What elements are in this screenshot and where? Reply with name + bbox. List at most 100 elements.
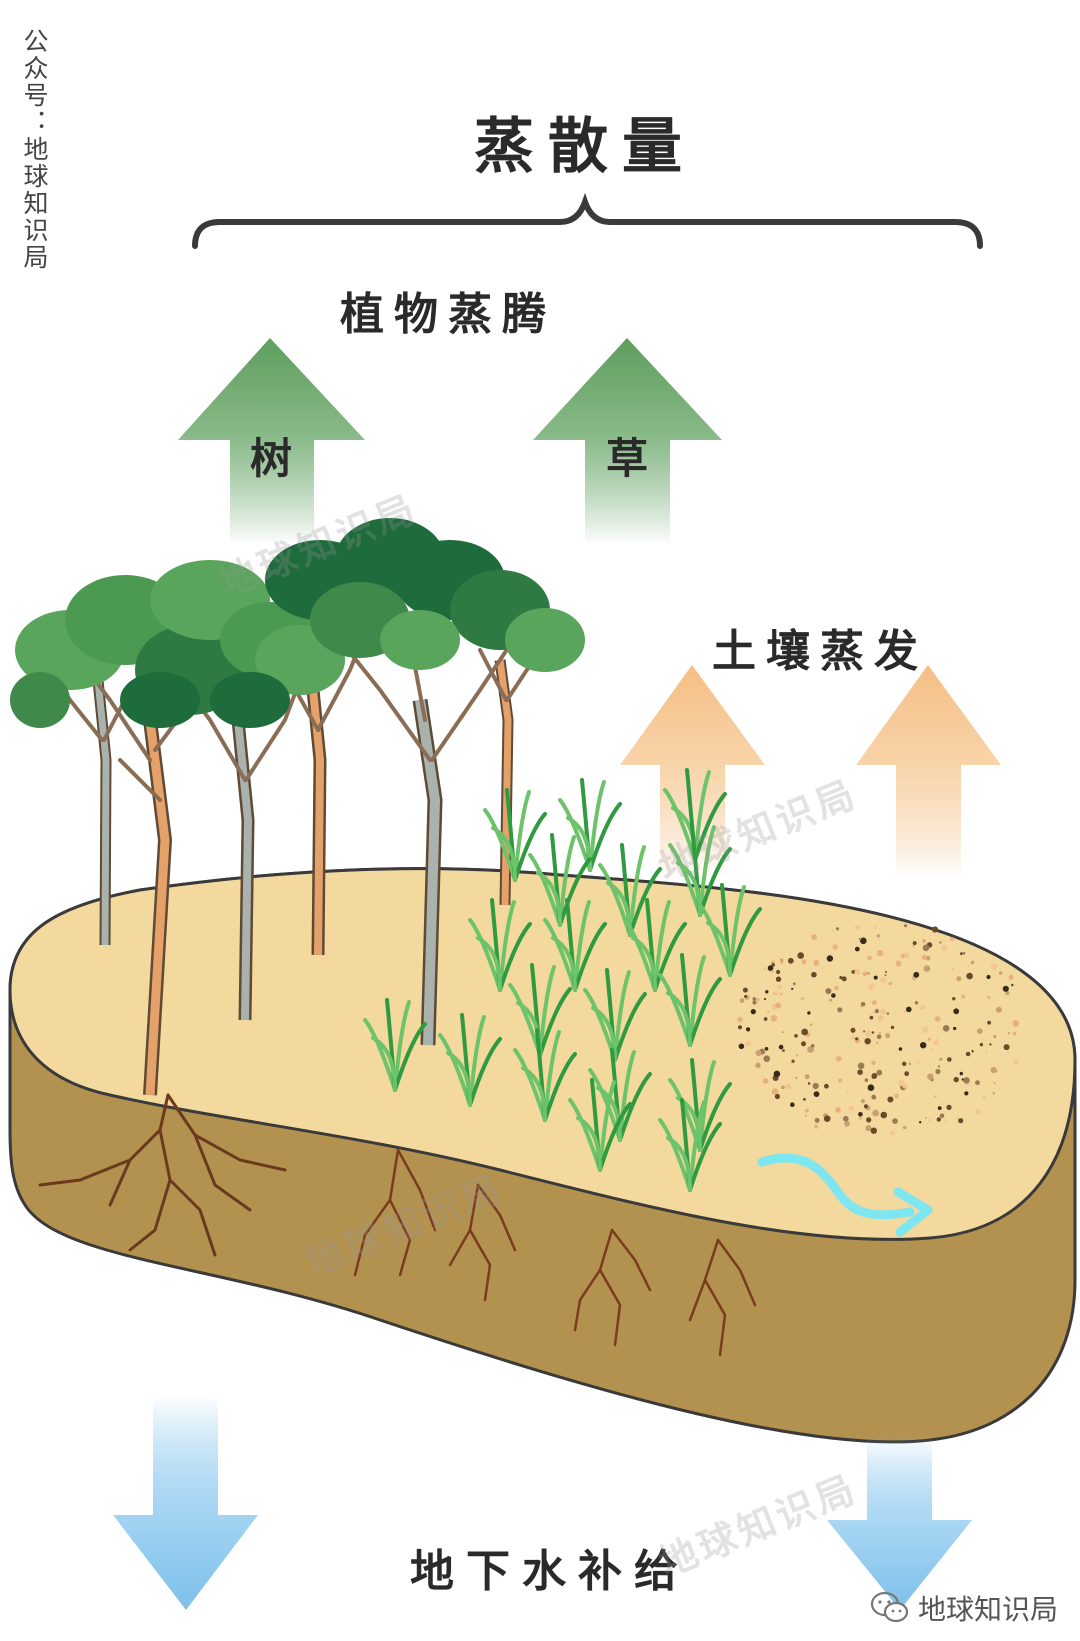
soil-particle xyxy=(898,963,900,965)
soil-particle xyxy=(919,1121,921,1123)
soil-particle xyxy=(920,1042,926,1048)
soil-particle xyxy=(801,1029,808,1036)
soil-particle xyxy=(951,967,955,971)
soil-particle xyxy=(756,998,759,1001)
soil-particle xyxy=(805,1074,810,1079)
soil-particle xyxy=(774,991,778,995)
groundwater-label: 地下水补给 xyxy=(410,1535,690,1599)
soil-particle xyxy=(934,1040,939,1045)
logo-text: 地球知识局 xyxy=(918,1588,1058,1628)
soil-particle xyxy=(931,1049,933,1051)
soil-particle xyxy=(805,1109,809,1113)
soil-particle xyxy=(788,958,794,964)
soil-particle xyxy=(764,998,766,1000)
soil-particle xyxy=(756,1050,762,1056)
soil-particle xyxy=(782,1031,784,1033)
soil-particle xyxy=(863,1030,865,1032)
soil-particle xyxy=(774,1071,781,1078)
groundwater-arrow-right xyxy=(827,1435,972,1610)
soil-particle xyxy=(739,1044,745,1050)
soil-particle xyxy=(836,927,839,930)
soil-particle xyxy=(889,982,893,986)
soil-particle xyxy=(814,1091,820,1097)
soil-particle xyxy=(927,1074,933,1080)
soil-particle xyxy=(922,955,927,960)
soil-particle xyxy=(855,969,861,975)
soil-particle xyxy=(904,953,909,958)
soil-particle xyxy=(913,941,917,945)
soil-particle xyxy=(996,1007,1002,1013)
soil-particle xyxy=(873,1011,875,1013)
soil-particle xyxy=(792,1060,795,1063)
soil-particle xyxy=(956,976,961,981)
soil-evaporation-label: 土壤蒸发 xyxy=(712,615,928,679)
soil-particle xyxy=(771,1015,778,1022)
grass-label: 草 xyxy=(606,425,648,486)
soil-particle xyxy=(993,1092,995,1094)
soil-particle xyxy=(868,983,875,990)
soil-particle xyxy=(956,1117,958,1119)
soil-particle xyxy=(835,1107,841,1113)
soil-particle xyxy=(939,941,941,943)
soil-particle xyxy=(890,1130,895,1135)
soil-particle xyxy=(946,1105,951,1110)
soil-particle xyxy=(971,961,975,965)
soil-particle xyxy=(917,1061,920,1064)
soil-particle xyxy=(815,1118,820,1123)
soil-particle xyxy=(925,1117,927,1119)
soil-particle xyxy=(939,1058,942,1061)
soil-particle xyxy=(877,1035,882,1040)
soil-particle xyxy=(824,1084,829,1089)
soil-particle xyxy=(901,954,905,958)
soil-particle xyxy=(855,925,860,930)
soil-particle xyxy=(874,976,878,980)
soil-particle xyxy=(922,1027,928,1033)
soil-particle xyxy=(831,993,836,998)
soil-particle xyxy=(860,1006,862,1008)
soil-particle xyxy=(891,1026,894,1029)
soil-particle xyxy=(767,1010,770,1013)
soil-particle xyxy=(848,1106,853,1111)
soil-particle xyxy=(811,934,817,940)
soil-particle xyxy=(874,926,877,929)
soil-particle xyxy=(791,988,793,990)
soil-particle xyxy=(763,1078,769,1084)
soil-particle xyxy=(878,1015,884,1021)
soil-particle xyxy=(964,1091,968,1095)
soil-particle xyxy=(915,1001,918,1004)
soil-evaporation-arrow-right xyxy=(856,665,1001,880)
soil-particle xyxy=(859,1117,862,1120)
soil-particle xyxy=(771,970,774,973)
soil-particle xyxy=(1003,986,1009,992)
soil-particle xyxy=(781,1086,785,1090)
soil-particle xyxy=(922,939,926,943)
soil-particle xyxy=(868,1084,875,1091)
soil-particle xyxy=(872,1073,878,1079)
soil-particle xyxy=(872,1031,874,1033)
soil-particle xyxy=(746,1027,750,1031)
soil-particle xyxy=(871,1095,876,1100)
soil-particle xyxy=(902,1062,906,1066)
tree-label: 树 xyxy=(250,425,292,486)
soil-particle xyxy=(807,1011,810,1014)
soil-particle xyxy=(947,1057,952,1062)
wechat-icon xyxy=(870,1591,910,1625)
soil-particle xyxy=(794,1034,798,1038)
soil-particle xyxy=(920,1004,926,1010)
soil-particle xyxy=(999,971,1002,974)
soil-particle xyxy=(894,1094,899,1099)
soil-particle xyxy=(836,1056,842,1062)
soil-particle xyxy=(827,955,833,961)
soil-particle xyxy=(872,1000,877,1005)
soil-particle xyxy=(740,998,745,1003)
soil-particle xyxy=(875,1009,879,1013)
soil-particle xyxy=(877,934,880,937)
soil-particle xyxy=(864,1104,868,1108)
soil-particle xyxy=(940,1114,945,1119)
soil-particle xyxy=(801,997,804,1000)
soil-particle xyxy=(1013,1032,1017,1036)
soil-particle xyxy=(963,952,966,955)
soil-particle xyxy=(832,930,834,932)
soil-particle xyxy=(1008,1032,1010,1034)
soil-particle xyxy=(795,1077,797,1079)
